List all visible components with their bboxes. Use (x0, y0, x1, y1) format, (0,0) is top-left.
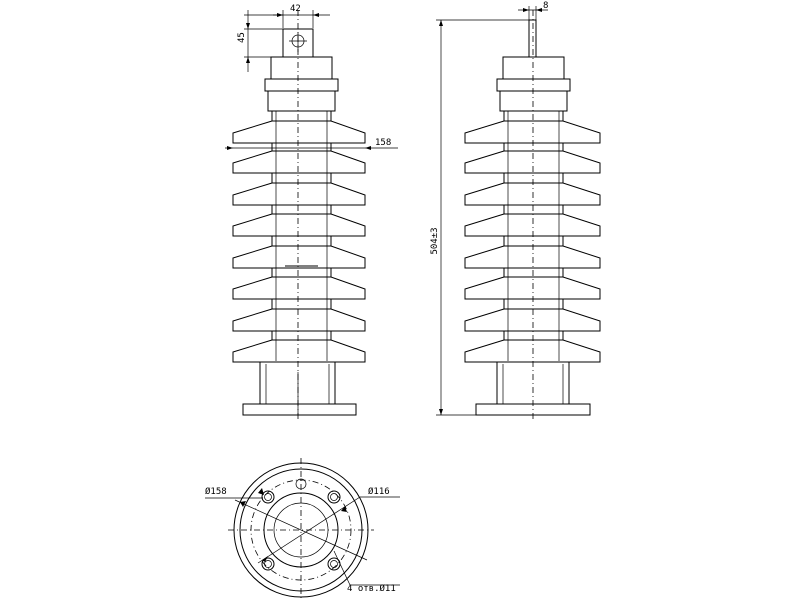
side-top-ring (496, 78, 571, 92)
side-view: 8 504±3 (430, 1, 601, 422)
front-top-ring (264, 78, 339, 92)
side-top-cap (502, 56, 565, 80)
bottom-view: Ø158 Ø116 4 отв.Ø11 (205, 458, 400, 600)
front-base-flange (242, 403, 357, 416)
front-view: 42 45 158 (225, 4, 398, 422)
front-top-height-label: 45 (237, 32, 247, 43)
front-base-body (259, 361, 336, 405)
front-top-width-label: 42 (290, 4, 301, 14)
side-total-height-label: 504±3 (430, 227, 440, 254)
bottom-bolt-holes (261, 478, 341, 571)
side-blade-thickness-label: 8 (543, 1, 548, 11)
bottom-holes-label: 4 отв.Ø11 (347, 583, 396, 594)
bottom-bolt-circle-label: Ø116 (368, 486, 390, 497)
front-sheds (232, 120, 366, 363)
bottom-outer-diameter-label: Ø158 (205, 486, 227, 497)
front-shed-diameter-label: 158 (375, 138, 391, 148)
side-sheds (464, 120, 601, 363)
side-top-blade (528, 19, 537, 58)
front-top-cap (270, 56, 333, 80)
